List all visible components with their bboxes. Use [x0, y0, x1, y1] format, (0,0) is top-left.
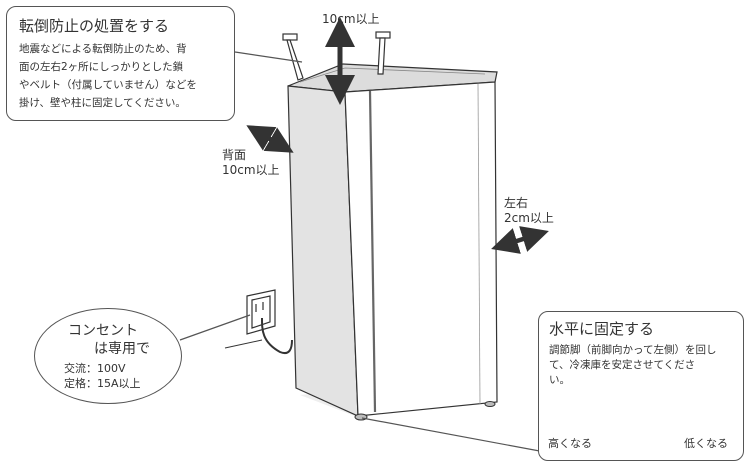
tip-over-line: 地震などによる転倒防止のため、背 — [19, 43, 187, 55]
tip-over-callout: 転倒防止の処置をする 地震などによる転倒防止のため、背 面の左右2ヶ所にしっかり… — [6, 6, 235, 121]
tip-over-line: やベルト（付属していません）などを — [19, 79, 197, 91]
strap-hooks — [282, 31, 391, 81]
leveling-callout: 水平に固定する 調節脚（前脚向かって左側）を回し て、冷凍庫を安定させてくださ … — [538, 311, 744, 461]
top-clearance-label: 10cm以上 — [322, 12, 380, 26]
side-clearance-arrow — [491, 226, 549, 254]
tip-over-line: 掛け、壁や柱に固定してください。 — [19, 97, 186, 109]
tip-over-line: 面の左右2ヶ所にしっかりとした鎖 — [19, 61, 184, 73]
tip-over-title: 転倒防止の処置をする — [19, 17, 170, 35]
outlet-subtitle: は専用で — [94, 341, 150, 357]
leveling-title: 水平に固定する — [549, 320, 655, 338]
leveling-line: て、冷凍庫を安定させてくださ — [549, 359, 696, 371]
back-clearance-arrow — [246, 125, 294, 153]
power-cord — [261, 317, 293, 354]
outlet-callout — [34, 308, 182, 404]
outlet-title: コンセント — [68, 323, 138, 339]
back-clearance-label: 背面 — [222, 148, 247, 162]
tip-over-text: 地震などによる転倒防止のため、背 面の左右2ヶ所にしっかりとした鎖 やベルト（付… — [19, 40, 228, 112]
wall-outlet — [246, 289, 276, 335]
fridge-door — [344, 81, 498, 417]
outlet-rating: 定格：15A以上 — [64, 377, 141, 390]
side-clearance-value: 2cm以上 — [504, 211, 554, 225]
leveling-line: い。 — [549, 374, 570, 386]
outlet-voltage: 交流：100V — [64, 362, 126, 375]
leveling-text: 調節脚（前脚向かって左側）を回し て、冷凍庫を安定させてくださ い。 — [549, 343, 735, 388]
lower-label: 低くなる — [684, 437, 728, 450]
raise-label: 高くなる — [548, 437, 592, 450]
back-clearance-value: 10cm以上 — [222, 163, 280, 177]
leveling-line: 調節脚（前脚向かって左側）を回し — [549, 344, 717, 356]
side-clearance-label: 左右 — [504, 196, 529, 210]
